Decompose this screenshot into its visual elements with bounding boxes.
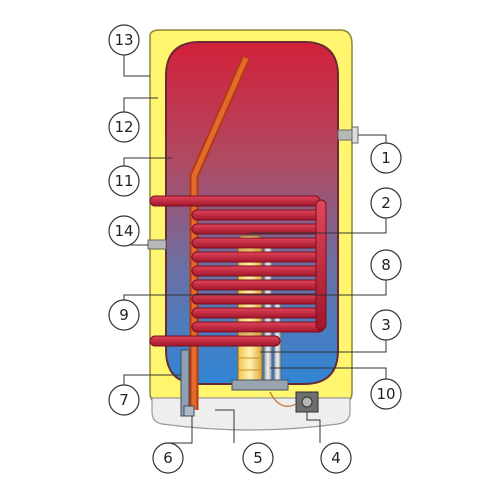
callouts: 13 12 11 14 9 7 6 5 4 10 3 8 2 1 — [108, 24, 402, 474]
callout-8-label: 8 — [381, 256, 391, 274]
callout-5: 5 — [242, 442, 274, 474]
callout-12-label: 12 — [114, 118, 133, 136]
callout-2-label: 2 — [381, 194, 391, 212]
sensor-sleeve — [147, 239, 167, 250]
leader-5 — [215, 409, 235, 443]
callout-3-label: 3 — [381, 316, 391, 334]
thermostat-knob — [301, 396, 313, 408]
callout-14-label: 14 — [114, 222, 133, 240]
thermometer-cap — [351, 126, 359, 144]
callout-8: 8 — [370, 249, 402, 281]
thermostat-wire — [269, 391, 297, 407]
callout-10-label: 10 — [376, 385, 395, 403]
callout-1-label: 1 — [381, 149, 391, 167]
callout-4: 4 — [320, 442, 352, 474]
callout-13-label: 13 — [114, 31, 133, 49]
callout-5-label: 5 — [253, 449, 263, 467]
callout-9-label: 9 — [119, 306, 129, 324]
callout-7: 7 — [108, 384, 140, 416]
hot-water-outlet-pipe-highlight — [191, 56, 249, 410]
leader-8 — [278, 280, 387, 296]
callout-9: 9 — [108, 299, 140, 331]
leader-6 — [168, 416, 193, 444]
callout-14: 14 — [108, 215, 140, 247]
leader-2 — [250, 218, 387, 234]
callout-7-label: 7 — [119, 391, 129, 409]
callout-4-label: 4 — [331, 449, 341, 467]
callout-3: 3 — [370, 309, 402, 341]
callout-2: 2 — [370, 187, 402, 219]
callout-11-label: 11 — [114, 172, 133, 190]
coil-return-pipe — [315, 199, 327, 331]
callout-11: 11 — [108, 165, 140, 197]
callout-13: 13 — [108, 24, 140, 56]
inlet-nozzle — [183, 405, 195, 417]
callout-12: 12 — [108, 111, 140, 143]
callout-10: 10 — [370, 378, 402, 410]
callout-6-label: 6 — [163, 449, 173, 467]
flange — [231, 379, 289, 391]
leader-4 — [306, 412, 321, 443]
leader-3 — [260, 340, 387, 353]
callout-1: 1 — [370, 142, 402, 174]
leader-13 — [123, 55, 150, 77]
callout-6: 6 — [152, 442, 184, 474]
